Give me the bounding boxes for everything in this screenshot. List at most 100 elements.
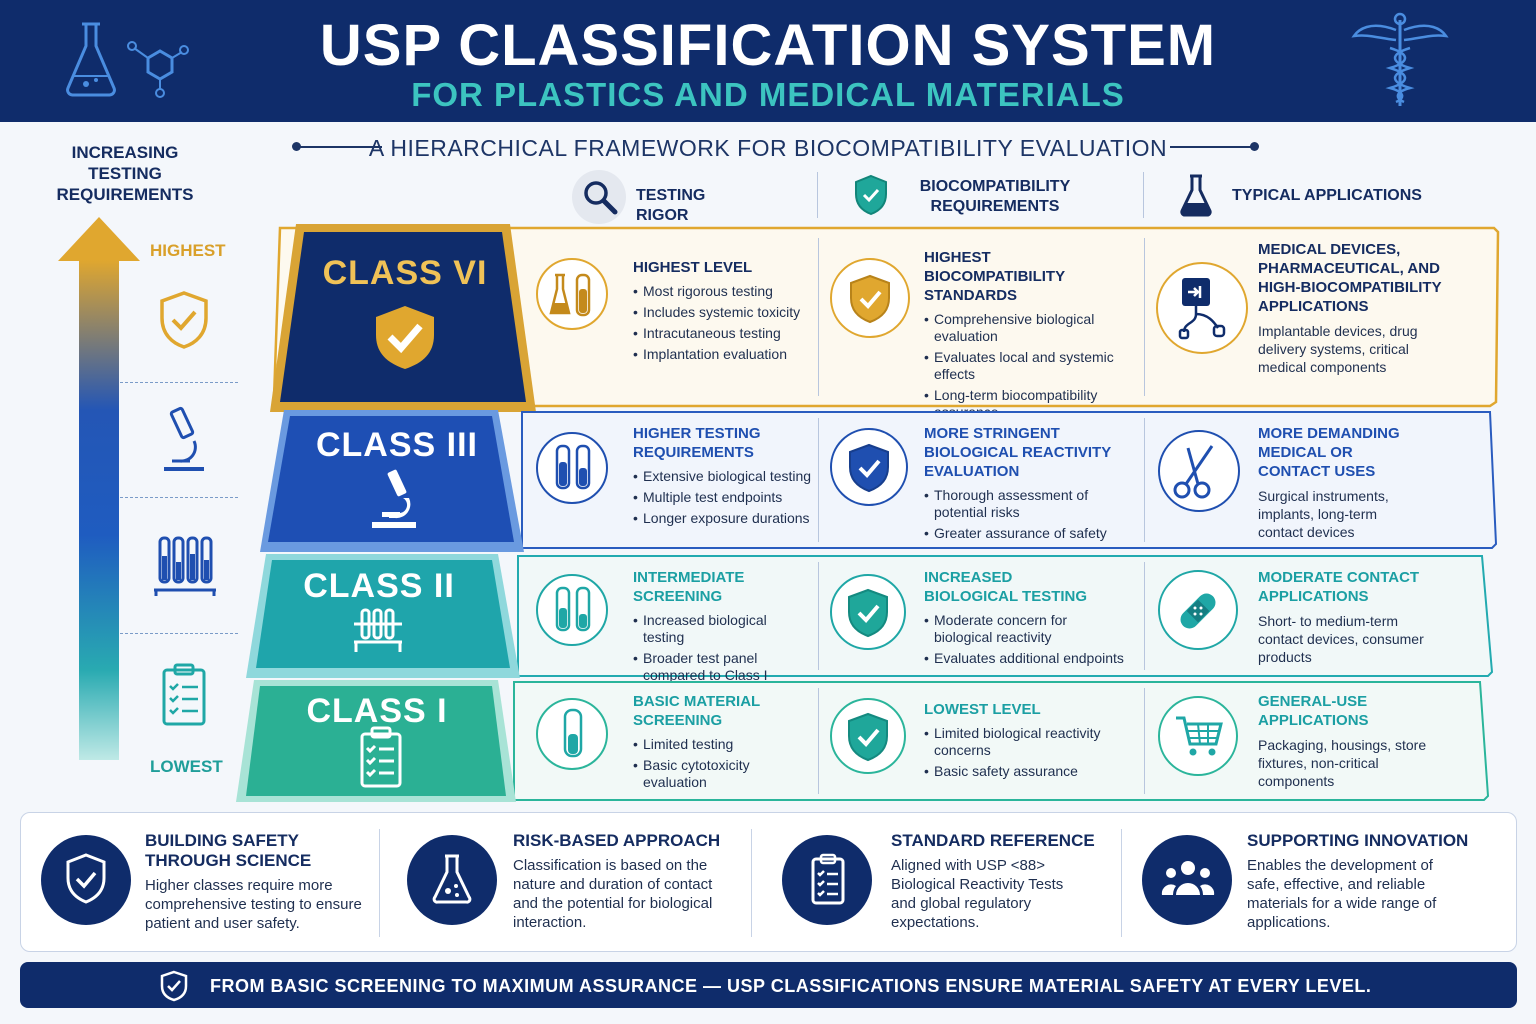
magnifier-icon <box>584 181 618 215</box>
footer-banner: FROM BASIC SCREENING TO MAXIMUM ASSURANC… <box>20 962 1517 1008</box>
app-icon-circle <box>1158 696 1238 776</box>
bandage-icon <box>1180 593 1216 629</box>
class-ii-applications: MODERATE CONTACT APPLICATIONS Short- to … <box>1258 568 1458 666</box>
clipboard-checklist-icon <box>811 853 845 905</box>
list-item: Intracutaneous testing <box>633 325 813 342</box>
flasks-icon <box>549 273 591 317</box>
shield-check-icon <box>848 588 888 638</box>
level-separator <box>120 633 238 634</box>
rigor-title: INTERMEDIATE SCREENING <box>633 569 745 605</box>
principle-title: STANDARD REFERENCE <box>891 831 1095 850</box>
gradient-arrow-shaft <box>79 260 119 760</box>
shield-check-icon <box>160 970 188 1002</box>
test-tube-rack-icon <box>154 536 216 596</box>
flask-icon <box>432 854 472 904</box>
page-subtitle: FOR PLASTICS AND MEDICAL MATERIALS <box>411 76 1125 113</box>
class-iii-applications: MORE DEMANDING MEDICAL OR CONTACT USES S… <box>1258 424 1458 541</box>
list-item: Evaluates local and systemic effects <box>924 349 1134 383</box>
app-title: MODERATE CONTACT APPLICATIONS <box>1258 569 1420 605</box>
level-separator <box>120 497 238 498</box>
list-item: Most rigorous testing <box>633 283 813 300</box>
rigor-icon-circle <box>536 698 608 770</box>
column-separator <box>818 562 819 670</box>
principle-text: Classification is based on the nature an… <box>513 857 713 931</box>
rigor-icon-circle <box>536 432 608 504</box>
list-item: Implantation evaluation <box>633 346 813 363</box>
column-separator <box>818 688 819 794</box>
divider-dot <box>1250 142 1259 151</box>
list-item: Evaluates additional endpoints <box>924 650 1134 667</box>
principle-title: SUPPORTING INNOVATION <box>1247 831 1469 850</box>
class-i-rigor: BASIC MATERIAL SCREENING Limited testing… <box>633 692 817 795</box>
class-vi-block <box>270 224 536 412</box>
class-i-biocompatibility: LOWEST LEVEL Limited biological reactivi… <box>924 700 1134 784</box>
page-title: USP CLASSIFICATION SYSTEM <box>319 13 1217 78</box>
arrow-up-icon <box>58 217 140 261</box>
axis-title: INCREASING TESTING REQUIREMENTS <box>56 143 194 204</box>
principle-title: RISK-BASED APPROACH <box>513 831 721 850</box>
app-title: GENERAL-USE APPLICATIONS <box>1258 693 1369 729</box>
level-lowest: LOWEST <box>150 757 223 776</box>
app-text: Short- to medium-term contact devices, c… <box>1258 613 1424 665</box>
list-item: Thorough assessment of potential risks <box>924 487 1114 521</box>
column-separator <box>1144 562 1145 670</box>
list-item: Extensive biological testing <box>633 468 817 485</box>
column-header-rigor: TESTING RIGOR <box>636 187 706 224</box>
divider-dot <box>292 142 301 151</box>
shield-check-icon <box>848 712 888 762</box>
class-vi-rigor: HIGHEST LEVEL Most rigorous testing Incl… <box>633 258 813 367</box>
column-separator <box>817 172 818 218</box>
app-text: Implantable devices, drug delivery syste… <box>1258 323 1418 375</box>
bio-title: INCREASED BIOLOGICAL TESTING <box>924 569 1088 605</box>
column-separator <box>1144 238 1145 396</box>
principle-text: Higher classes require more comprehensiv… <box>145 877 362 932</box>
principle-risk: RISK-BASED APPROACH Classification is ba… <box>391 813 761 953</box>
app-text: Surgical instruments, implants, long-ter… <box>1258 488 1389 540</box>
magnifier-icon-circle <box>572 170 626 224</box>
class-i-applications: GENERAL-USE APPLICATIONS Packaging, hous… <box>1258 692 1458 790</box>
class-iii-block <box>260 410 524 552</box>
test-tubes-icon <box>555 444 591 490</box>
class-i-block <box>236 680 516 802</box>
bio-icon-circle <box>830 698 906 774</box>
rigor-list: Increased biological testing Broader tes… <box>633 612 811 684</box>
app-title: MEDICAL DEVICES, PHARMACEUTICAL, AND HIG… <box>1258 241 1442 315</box>
bio-title: HIGHEST BIOCOMPATIBILITY STANDARDS <box>924 249 1065 304</box>
class-vi-applications: MEDICAL DEVICES, PHARMACEUTICAL, AND HIG… <box>1258 240 1458 376</box>
rigor-list: Limited testing Basic cytotoxicity evalu… <box>633 736 773 791</box>
principles-panel: BUILDING SAFETY THROUGH SCIENCE Higher c… <box>20 812 1517 952</box>
app-text: Packaging, housings, store fixtures, non… <box>1258 737 1427 789</box>
list-item: Includes systemic toxicity <box>633 304 813 321</box>
level-separator <box>120 382 238 383</box>
scissors-icon <box>1173 445 1214 499</box>
class-vi-biocompatibility: HIGHEST BIOCOMPATIBILITY STANDARDS Compr… <box>924 248 1134 425</box>
app-icon-circle <box>1156 262 1248 354</box>
class-ii-rigor: INTERMEDIATE SCREENING Increased biologi… <box>633 568 817 688</box>
list-item: Moderate concern for biological reactivi… <box>924 612 1094 646</box>
principle-standard: STANDARD REFERENCE Aligned with USP <88>… <box>766 813 1136 953</box>
level-highest: HIGHEST <box>150 241 226 260</box>
list-item: Basic safety assurance <box>924 763 1129 780</box>
shield-check-icon <box>66 853 106 904</box>
column-separator <box>818 238 819 396</box>
header-banner <box>0 0 1536 122</box>
list-item: Limited biological reactivity concerns <box>924 725 1129 759</box>
medical-device-icon <box>1178 278 1226 340</box>
shield-check-icon <box>849 443 889 493</box>
shopping-cart-icon <box>1176 716 1223 756</box>
rigor-icon-circle <box>536 258 608 330</box>
rigor-title: BASIC MATERIAL SCREENING <box>633 693 760 729</box>
rigor-icon-circle <box>536 574 608 646</box>
bio-list: Thorough assessment of potential risks G… <box>924 487 1114 542</box>
principle-icon-circle <box>1142 835 1232 925</box>
list-item: Increased biological testing <box>633 612 811 646</box>
column-separator <box>1143 172 1144 218</box>
principle-separator <box>1121 829 1122 937</box>
column-header-biocompatibility: BIOCOMPATIBILITY REQUIREMENTS <box>919 178 1071 215</box>
class-iii-label: CLASS III <box>315 426 479 464</box>
principle-icon-circle <box>41 835 131 925</box>
list-item: Multiple test endpoints <box>633 489 817 506</box>
class-iii-rigor: HIGHER TESTING REQUIREMENTS Extensive bi… <box>633 424 817 531</box>
column-separator <box>1144 418 1145 542</box>
shield-check-icon <box>160 291 208 349</box>
